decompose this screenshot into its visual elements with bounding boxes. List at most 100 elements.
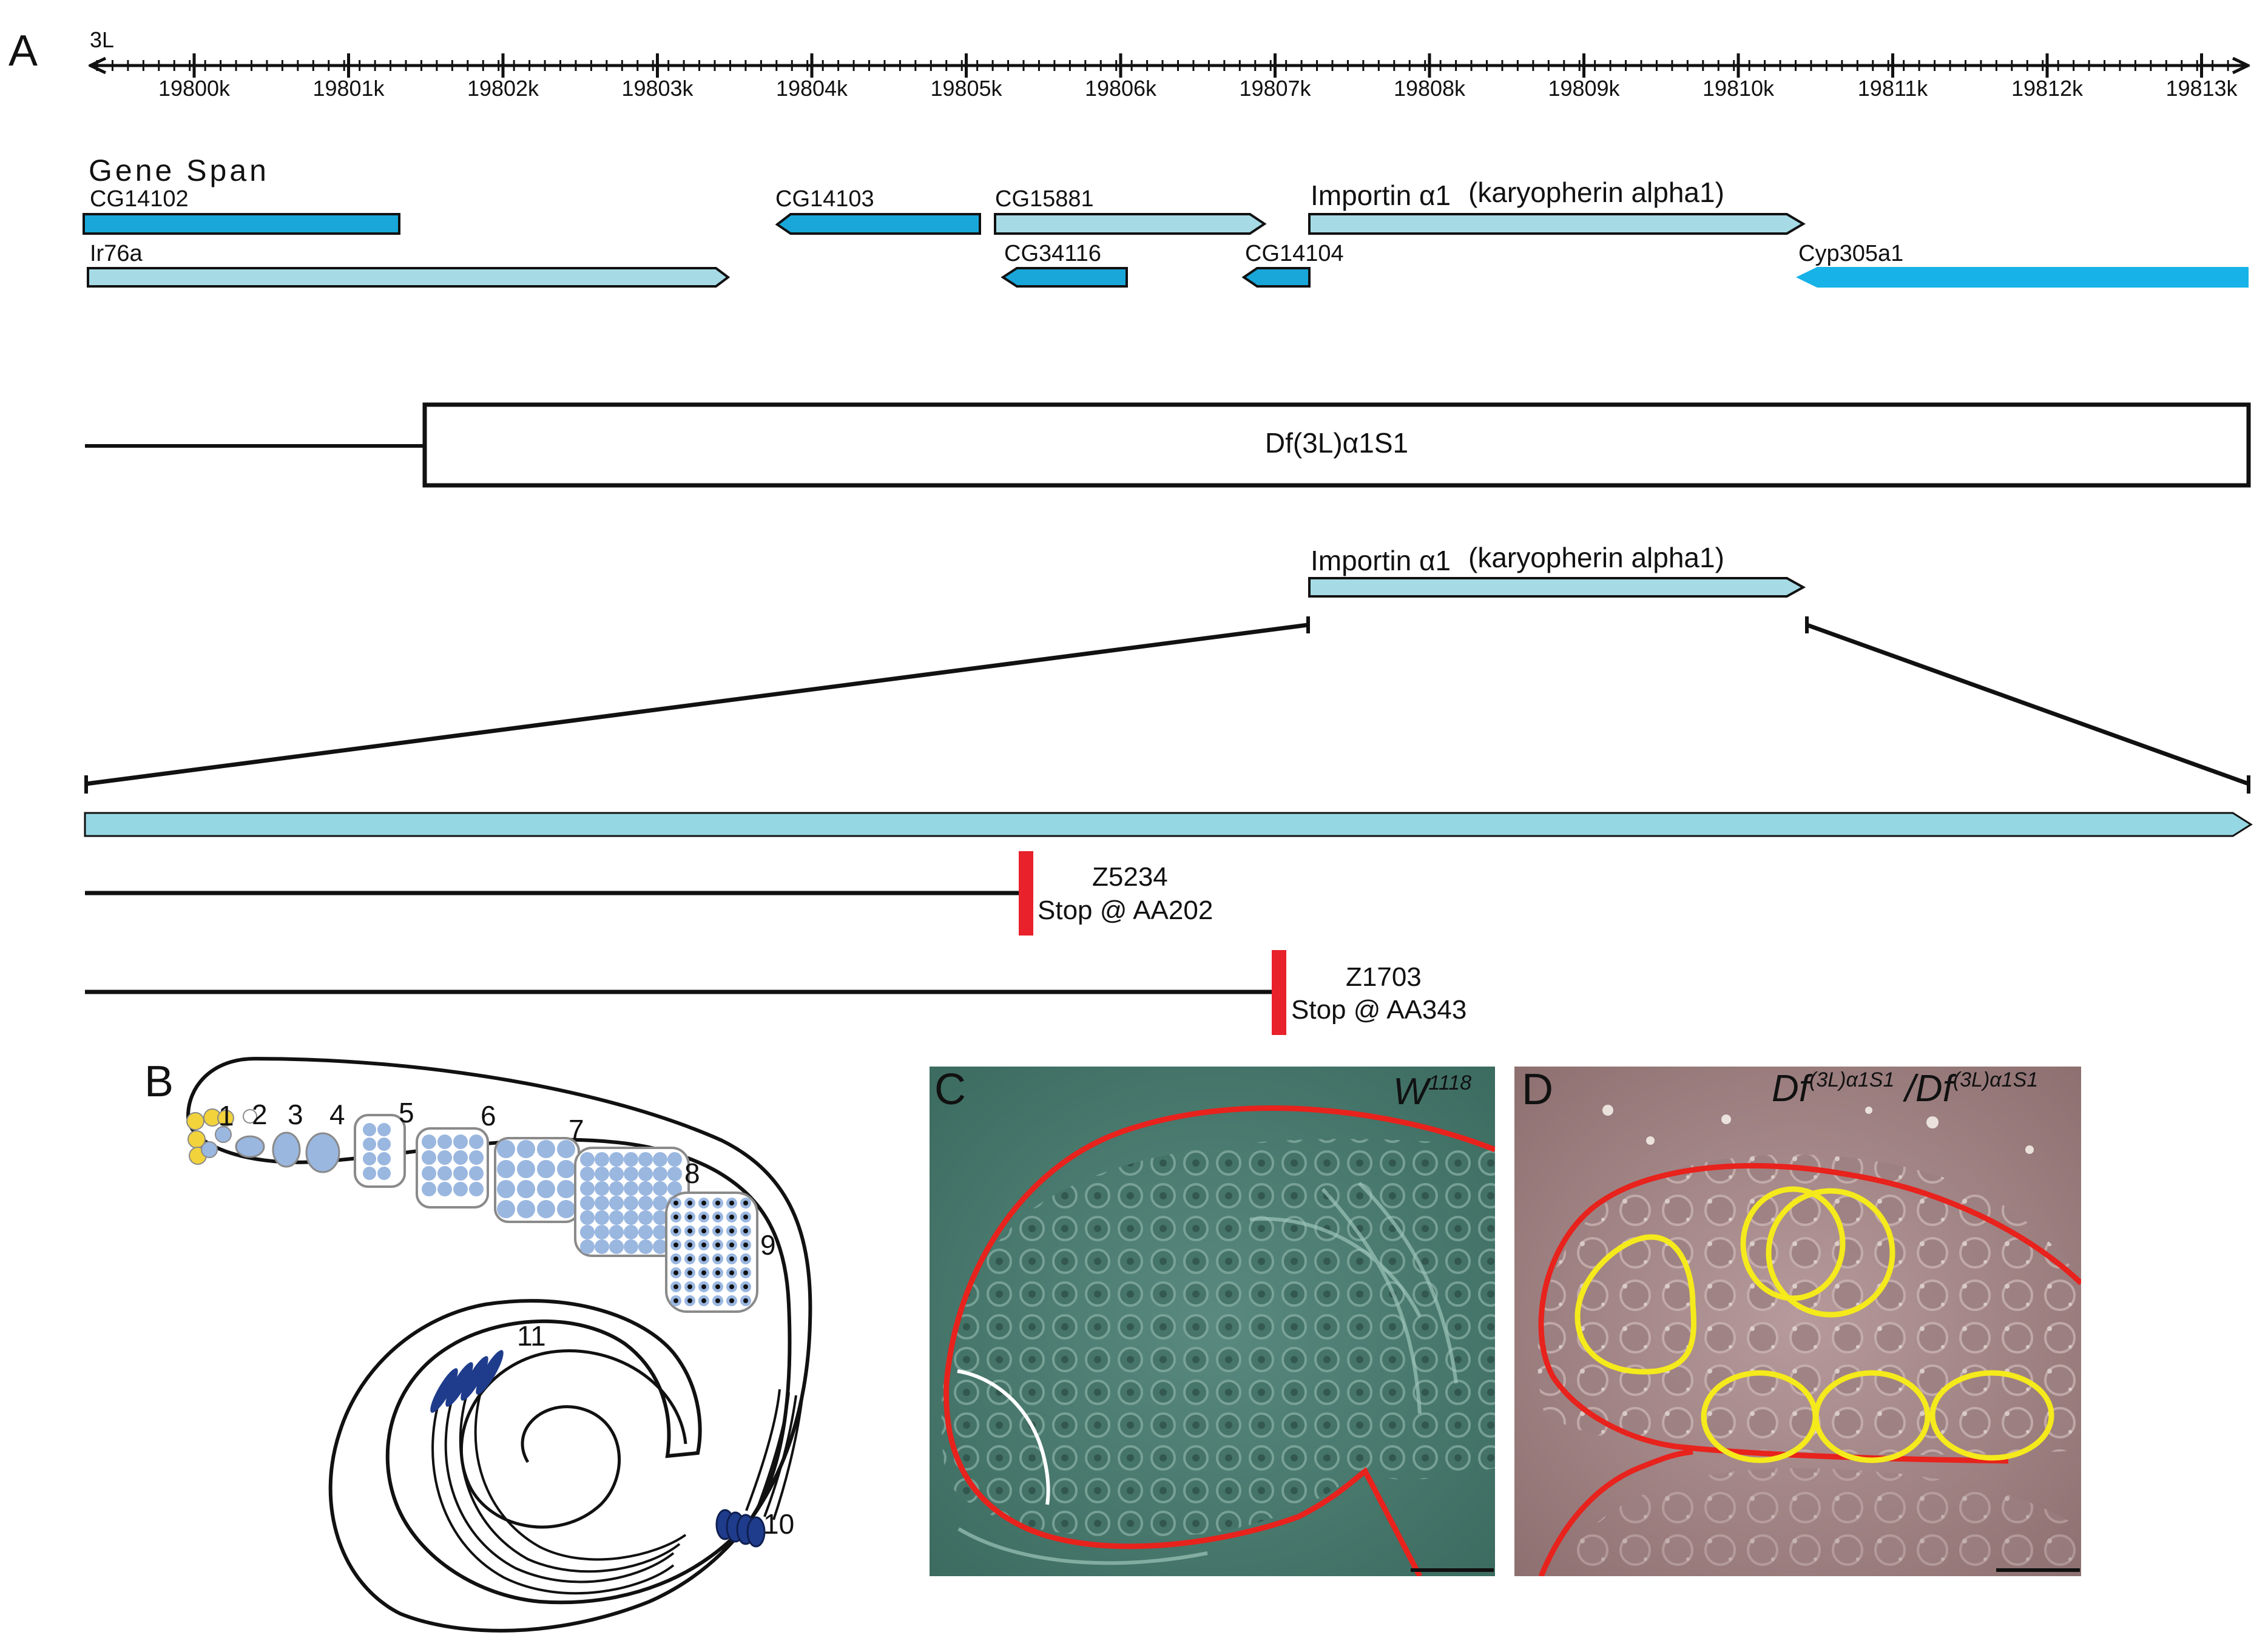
germ-cell: [497, 1140, 515, 1158]
vesicle-texture-d: [1602, 1105, 2034, 1154]
gene-cg34116: [1001, 267, 1128, 288]
genotype-d-b-base: Df: [1915, 1068, 1957, 1110]
germ-cell: [377, 1138, 391, 1151]
germ-cell: [517, 1160, 535, 1178]
germ-cell: [453, 1150, 468, 1165]
germ-cell: [363, 1152, 376, 1165]
stage-11-nuclei: [430, 1350, 504, 1413]
stage-label-9: 9: [760, 1229, 776, 1261]
germ-cell: [377, 1167, 391, 1180]
panel-label-c: C: [934, 1065, 966, 1114]
stage-labels: 1 2 3 4 5 6 7 8 9 10 11: [218, 1097, 794, 1540]
germ-cell: [363, 1123, 376, 1136]
tick-label: 19808k: [1394, 76, 1466, 101]
early-cysts: [235, 1131, 340, 1173]
label-cg14103: CG14103: [775, 186, 874, 212]
zoom-gene-symbol: Importin α1: [1311, 545, 1451, 576]
germ-cell-nucleus: [715, 1215, 720, 1219]
germ-cell-nucleus: [701, 1201, 706, 1205]
tick-label: 19805k: [930, 76, 1002, 101]
germ-cell: [437, 1182, 452, 1196]
germ-cell: [609, 1167, 624, 1181]
tick-label: 19811k: [1858, 76, 1928, 101]
germ-cell: [609, 1239, 624, 1254]
germ-cell-nucleus: [687, 1229, 692, 1233]
germ-cell-nucleus: [687, 1215, 692, 1219]
germ-cell: [497, 1160, 515, 1178]
allele-effect-z5234: Stop @ AA202: [1038, 895, 1213, 925]
genotype-d-a-sup: (3L)α1S1: [1809, 1068, 1894, 1091]
gene-models: [83, 213, 2249, 288]
germ-cell: [595, 1225, 609, 1239]
germ-cell-nucleus: [729, 1284, 734, 1289]
allele-z5234: Z5234 Stop @ AA202: [85, 851, 1213, 936]
germ-cell: [653, 1167, 667, 1181]
germ-cell-nucleus: [701, 1229, 706, 1233]
germ-cell: [653, 1239, 667, 1254]
germ-cell: [624, 1239, 638, 1254]
tick-label: 19813k: [2165, 76, 2238, 101]
germ-cell: [638, 1167, 653, 1181]
germ-cell-nucleus: [743, 1201, 748, 1205]
germ-cell: [580, 1239, 595, 1254]
gene-ir76a: [87, 267, 731, 288]
gene-importin-alpha1: [1308, 213, 1806, 235]
germ-cell: [624, 1167, 638, 1181]
label-cg14102: CG14102: [90, 186, 189, 212]
micrograph-d: D Df(3L)α1S1 /Df(3L)α1S1: [1514, 1065, 2081, 1576]
gene-cyp305a1: [1796, 267, 2249, 288]
tubule-texture-c: [957, 1181, 1458, 1565]
germ-cell: [422, 1134, 436, 1149]
label-cyp305a1: Cyp305a1: [1798, 241, 1903, 266]
genotype-c-sup: 1118: [1429, 1071, 1472, 1094]
genotype-c-base: W: [1393, 1071, 1432, 1113]
germ-cell: [557, 1180, 575, 1198]
lower-tissue-d: [1553, 1468, 2081, 1576]
tick-label: 19806k: [1085, 76, 1157, 101]
germ-cell-nucleus: [715, 1242, 720, 1247]
zoom-gene-model: [1308, 577, 1806, 598]
testis-outline: [186, 1056, 812, 1633]
germ-cell-nucleus: [715, 1229, 720, 1233]
panel-label-d: D: [1522, 1065, 1553, 1114]
germ-cell-nucleus: [673, 1256, 678, 1261]
germ-cell: [580, 1225, 595, 1239]
germ-cell: [363, 1167, 376, 1180]
stage-10-nuclei: [715, 1509, 766, 1548]
germ-cell: [422, 1182, 436, 1196]
deleted-region-box: [422, 402, 2251, 488]
stop-marker-z1703: [1272, 950, 1286, 1035]
germ-cell-nucleus: [729, 1256, 734, 1261]
germ-cell: [624, 1210, 638, 1225]
germ-cell: [422, 1166, 436, 1181]
germ-cell-nucleus: [687, 1298, 692, 1303]
germ-cell: [595, 1167, 609, 1181]
germ-cell: [517, 1200, 535, 1218]
germ-cell: [497, 1200, 515, 1218]
tick-label: 19804k: [776, 76, 848, 101]
germ-cell-nucleus: [743, 1284, 748, 1289]
germ-cell: [537, 1140, 555, 1158]
stage-label-10: 10: [763, 1508, 794, 1540]
cyst-outlines-yellow-d: [1574, 1186, 2054, 1463]
deficiency-label: Df(3L)α1S1: [1265, 427, 1408, 459]
germ-cell: [537, 1180, 555, 1198]
germ-cell: [624, 1181, 638, 1196]
label-cg15881: CG15881: [995, 186, 1094, 212]
tick-label: 19802k: [467, 76, 539, 101]
stage-label-6: 6: [481, 1100, 496, 1131]
tick-label: 19809k: [1548, 76, 1620, 101]
ruler-ticks: [96, 53, 2229, 78]
stage-label-2: 2: [252, 1099, 268, 1130]
gene-cg14103: [775, 213, 981, 235]
label-importin-alpha1-symbol: Importin α1: [1311, 180, 1451, 211]
germ-cell: [667, 1181, 682, 1196]
tick-label: 19800k: [158, 76, 231, 101]
germ-cell: [453, 1166, 468, 1181]
germ-cell: [653, 1225, 667, 1239]
germ-cell: [580, 1181, 595, 1196]
hub-outline-white-c: [957, 1369, 1050, 1505]
allele-name-z5234: Z5234: [1092, 862, 1168, 892]
stage-label-11: 11: [517, 1320, 546, 1352]
germ-cell-nucleus: [673, 1242, 678, 1247]
